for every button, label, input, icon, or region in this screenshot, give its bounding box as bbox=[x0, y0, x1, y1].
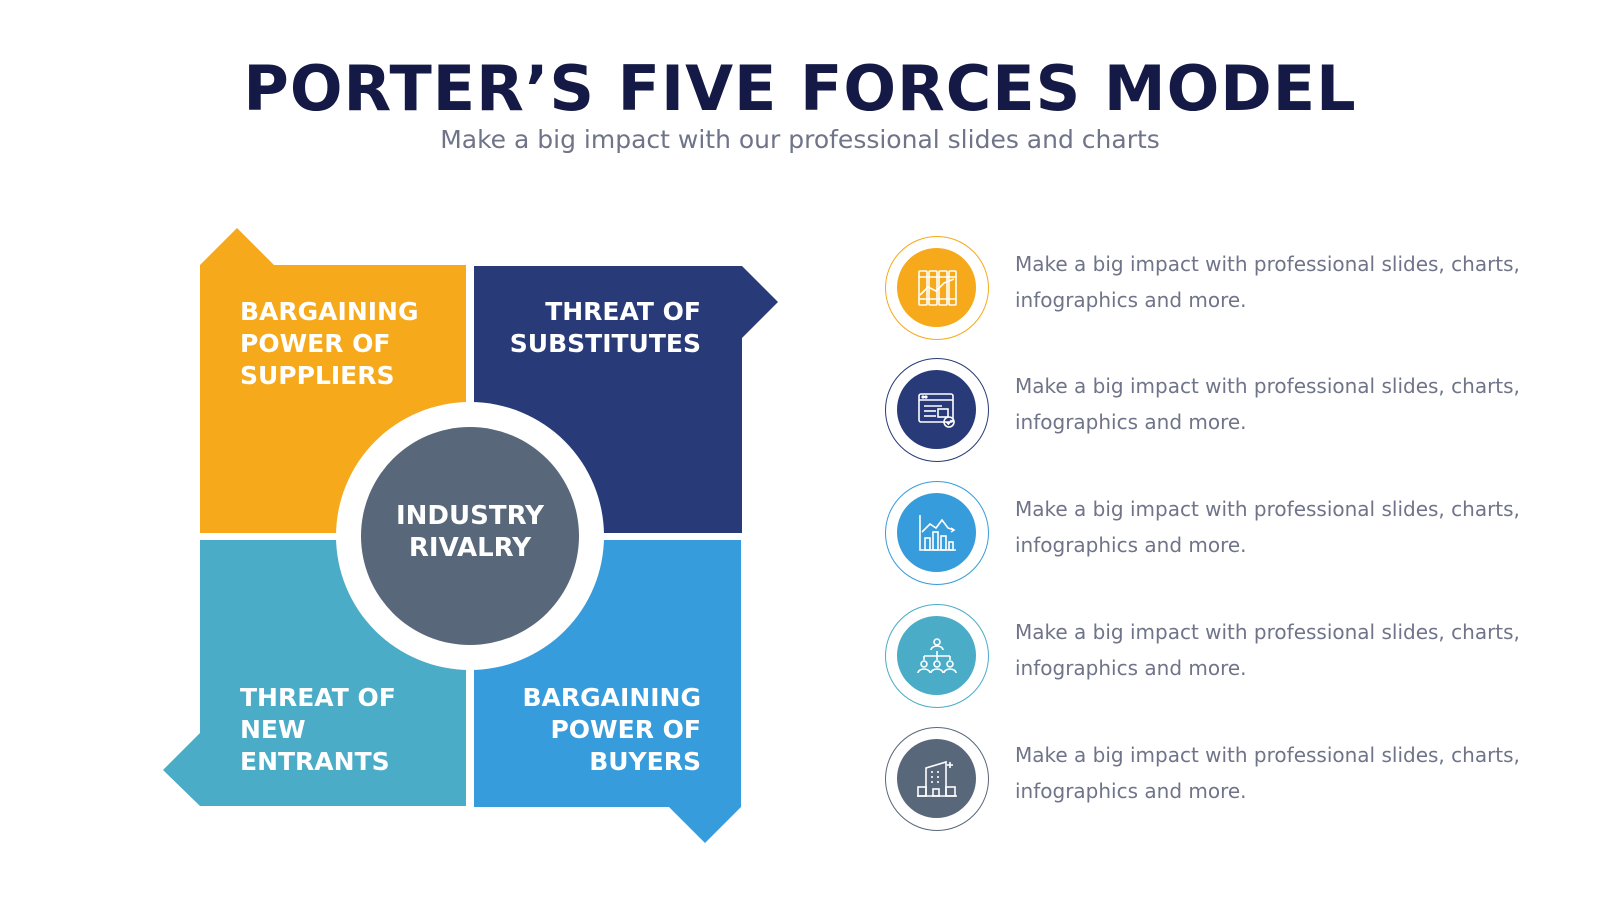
icon-ring bbox=[885, 727, 989, 831]
line-bar-chart-icon bbox=[897, 493, 976, 572]
list-item: Make a big impact with professional slid… bbox=[885, 727, 1585, 837]
label-entrants: THREAT OF NEW ENTRANTS bbox=[240, 683, 396, 776]
item-text: Make a big impact with professional slid… bbox=[1015, 252, 1520, 312]
org-chart-icon bbox=[897, 616, 976, 695]
icon-ring bbox=[885, 604, 989, 708]
list-item: Make a big impact with professional slid… bbox=[885, 358, 1585, 468]
list-item: Make a big impact with professional slid… bbox=[885, 236, 1585, 346]
icon-ring bbox=[885, 236, 989, 340]
label-suppliers: BARGAINING POWER OF SUPPLIERS bbox=[240, 297, 419, 390]
page-subtitle: Make a big impact with our professional … bbox=[440, 125, 1160, 154]
label-substitutes: THREAT OF SUBSTITUTES bbox=[509, 297, 701, 358]
label-buyers: BARGAINING POWER OF BUYERS bbox=[522, 683, 702, 776]
list-item: Make a big impact with professional slid… bbox=[885, 604, 1585, 714]
page-title: PORTER’S FIVE FORCES MODEL bbox=[243, 52, 1357, 125]
icon-ring bbox=[885, 358, 989, 462]
building-icon bbox=[897, 739, 976, 818]
item-text: Make a big impact with professional slid… bbox=[1015, 374, 1520, 434]
icon-ring bbox=[885, 481, 989, 585]
center-circle bbox=[361, 427, 579, 645]
list-item: Make a big impact with professional slid… bbox=[885, 481, 1585, 591]
item-text: Make a big impact with professional slid… bbox=[1015, 620, 1520, 680]
books-chart-icon bbox=[897, 248, 976, 327]
item-text: Make a big impact with professional slid… bbox=[1015, 743, 1520, 803]
label-industry-rivalry: INDUSTRY RIVALRY bbox=[395, 501, 544, 563]
browser-settings-icon bbox=[897, 370, 976, 449]
item-text: Make a big impact with professional slid… bbox=[1015, 497, 1520, 557]
